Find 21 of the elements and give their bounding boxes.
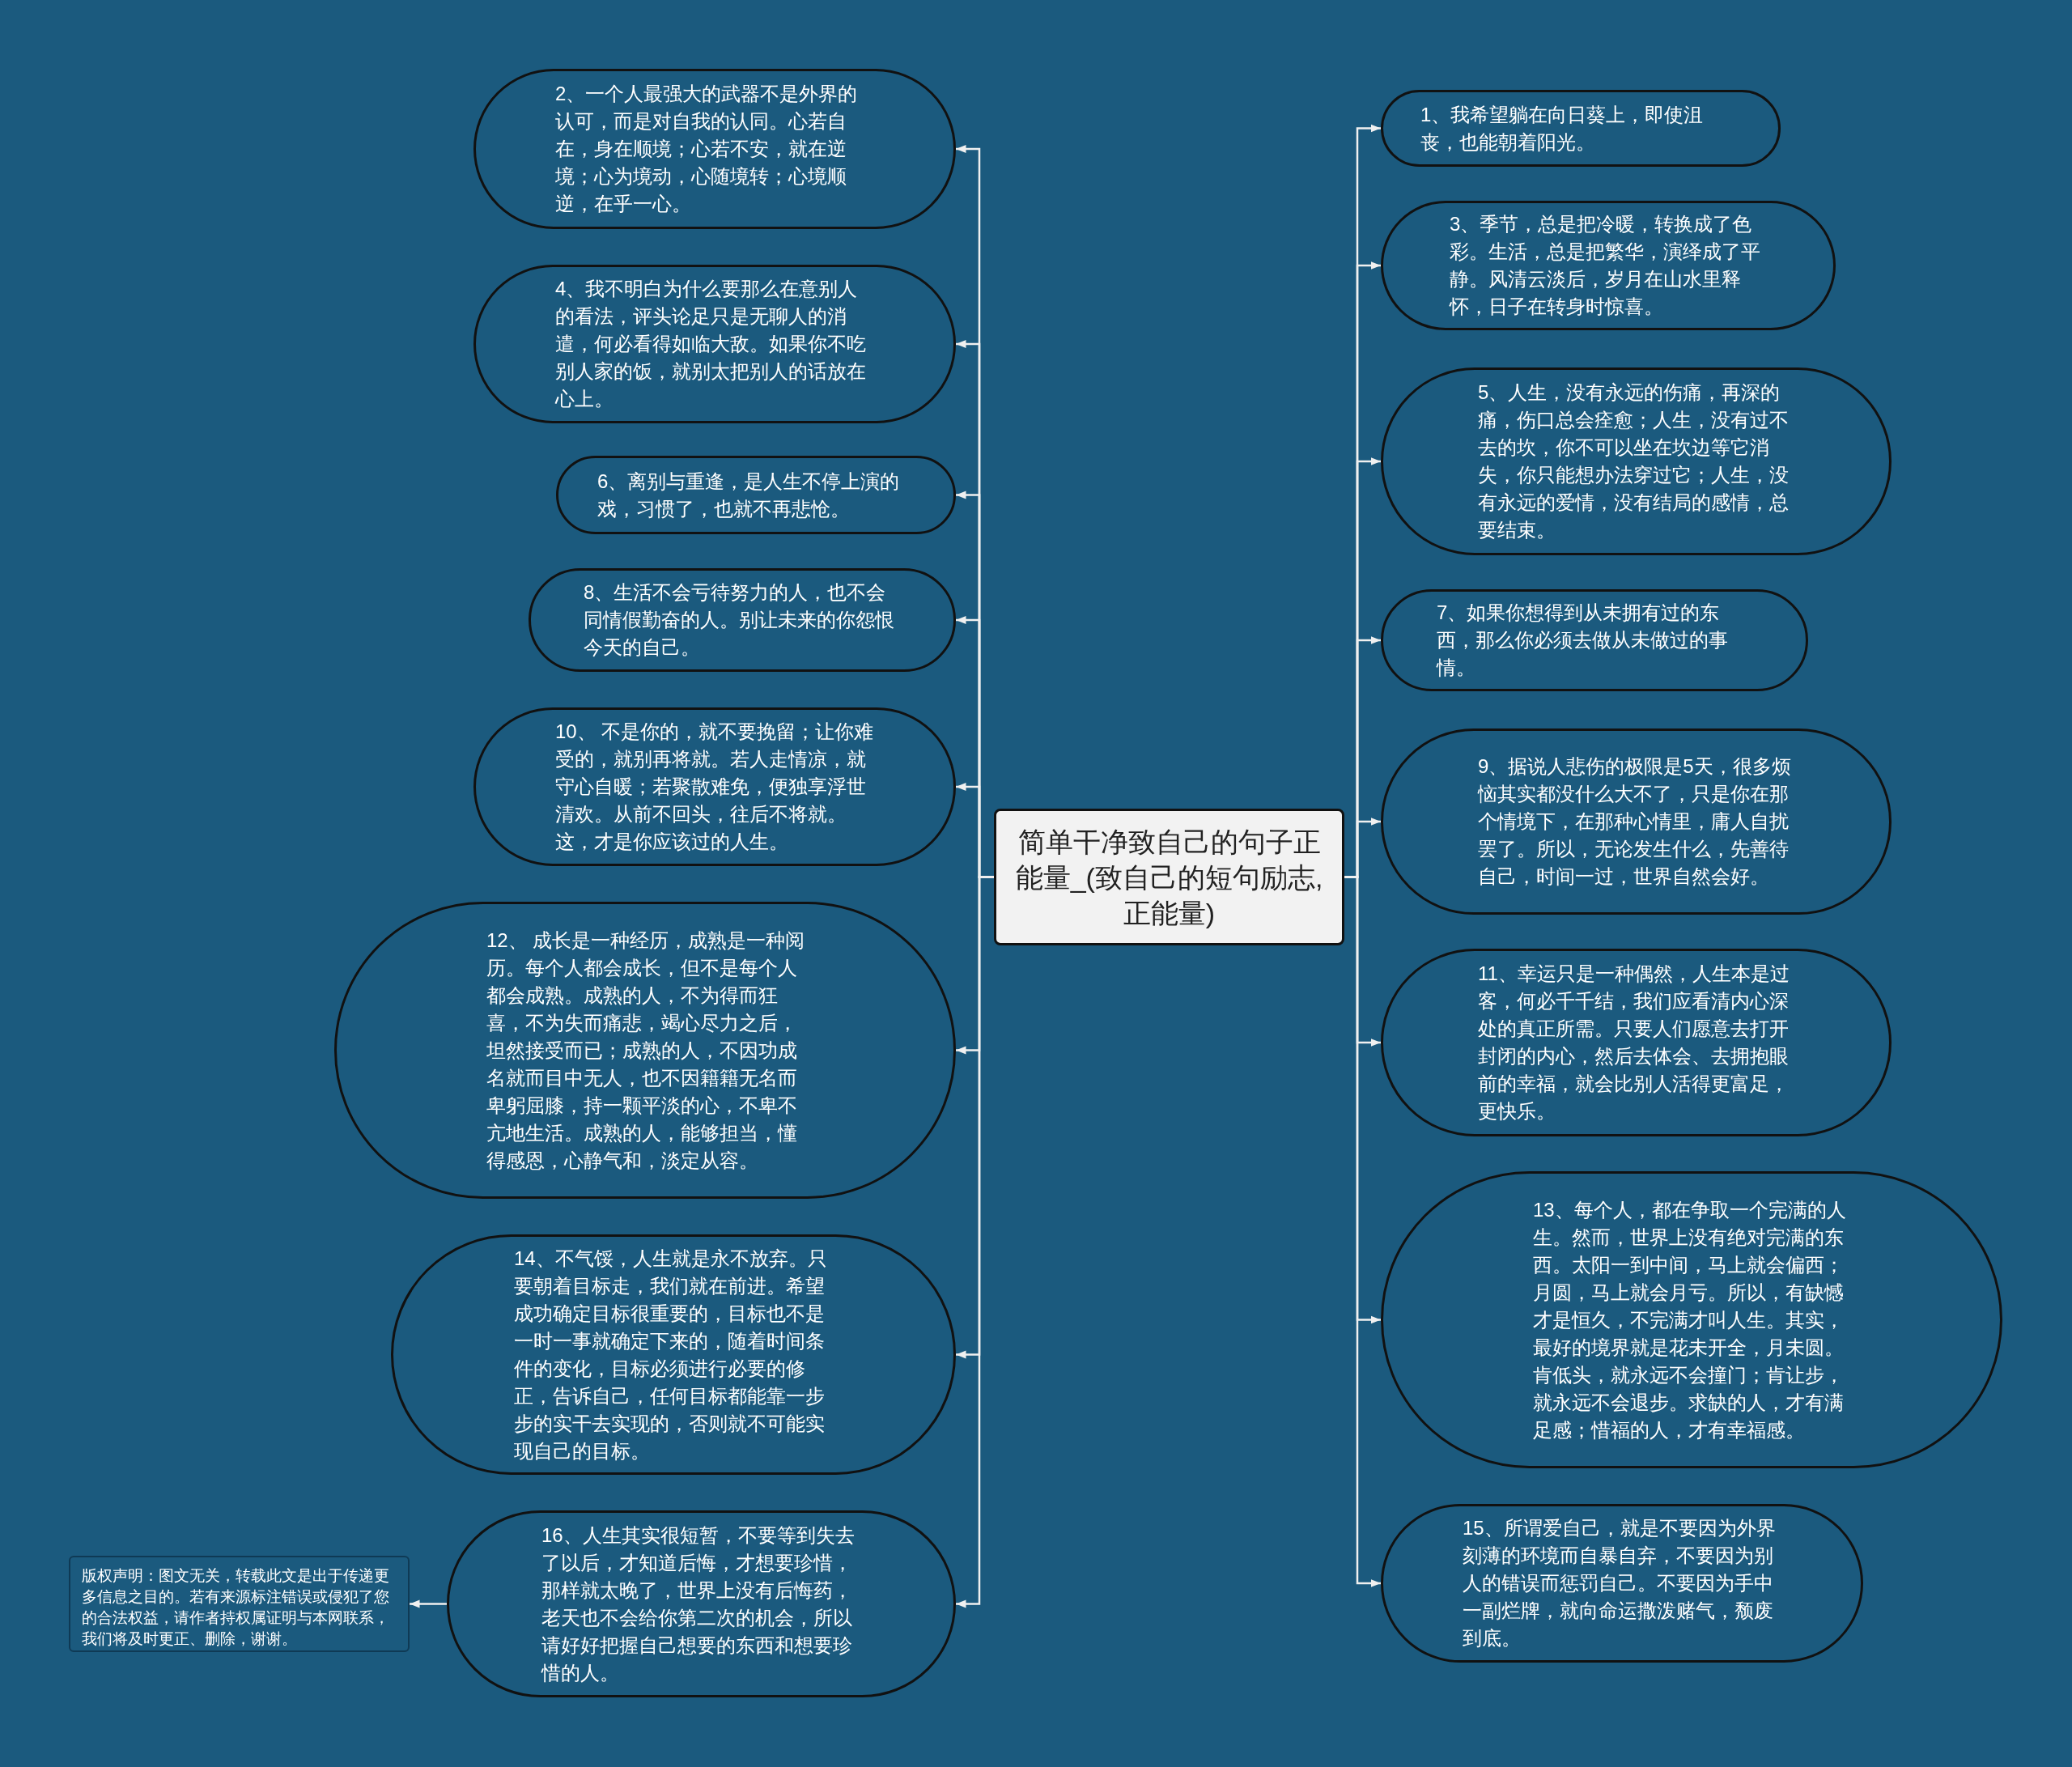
quote-text: 13、每个人，都在争取一个完满的人生。然而，世界上没有绝对完满的东西。太阳一到中间，马上就会偏西；月圆，马上就会月亏。所以，有缺憾才是恒久，不完满才叫人生。其实，最好的境界就是花未开全，月未圆。肯低头，就永远不会撞门；肯让步，就永远不会退步。求缺的人，才有满足感；惜福的人，才有幸福感。 [1533, 1198, 1847, 1442]
quote-text: 14、不气馁，人生就是永不放弃。只要朝着目标走，我们就在前进。希望成功确定目标很重要的，目标也不是一时一事就确定下来的，随着时间条件的变化，目标必须进行必要的修正，告诉自己，任何目标都能靠一步步的实干去实现的，否则就不可能实现自己的目标。 [514, 1247, 828, 1463]
quote-text: 15、所谓爱自己，就是不要因为外界刻薄的环境而自暴自弃，不要因为别人的错误而惩罚自己。不要因为手中一副烂牌，就向命运撒泼赌气，颓废到底。 [1463, 1516, 1777, 1650]
quote-text: 6、离别与重逢，是人生不停上演的戏，习惯了，也就不再悲怆。 [597, 469, 901, 521]
quote-text: 5、人生，没有永远的伤痛，再深的痛，伤口总会痊愈；人生，没有过不去的坎，你不可以坐在坎边等它消失，你只能想办法穿过它；人生，没有永远的爱情，没有结局的感情，总要结束。 [1478, 380, 1790, 542]
topic-box [994, 809, 1344, 945]
quote-text: 2、一个人最强大的武器不是外界的认可，而是对自我的认同。心若自在，身在顺境；心若不安，就在逆境；心为境动，心随境转；心境顺逆，在乎一心。 [555, 82, 859, 216]
connector-arrow [410, 1599, 447, 1608]
quote-text: 7、如果你想得到从未拥有过的东西，那么你必须去做从未做过的事情。 [1437, 601, 1729, 680]
note-box [69, 1556, 410, 1652]
quote-text: 4、我不明白为什么要那么在意别人的看法，评头论足只是无聊人的消遣，何必看得如临大敌。如果你不吃别人家的饭，就别太把别人的话放在心上。 [555, 277, 867, 411]
topic-text: 简单干净致自己的句子正能量_(致自己的短句励志,正能量) [1014, 825, 1324, 930]
quote-text: 9、据说人悲伤的极限是5天，很多烦恼其实都没什么大不了，只是你在那个情境下，在那种心情里，庸人自扰罢了。所以，无论发生什么，先善待自己，时间一过，世界自然会好。 [1478, 754, 1792, 889]
quote-text: 8、生活不会亏待努力的人，也不会同情假勤奋的人。别让未来的你怨恨今天的自己。 [584, 580, 895, 660]
note-text: 版权声明：图文无关，转载此文是出于传递更多信息之目的。若有来源标注错误或侵犯了您的合法权益，请作者持权属证明与本网联系，我们将及时更正、删除，谢谢。 [82, 1566, 390, 1649]
quote-text: 10、 不是你的，就不要挽留；让你难受的，就别再将就。若人走情凉，就守心自暖；若聚散难免，便独享浮世清欢。从前不回头，往后不将就。这，才是你应该过的人生。 [555, 720, 875, 854]
quote-text: 3、季节，总是把冷暖，转换成了色彩。生活，总是把繁华，演绎成了平静。风清云淡后，岁月在山水里释怀，日子在转身时惊喜。 [1450, 212, 1761, 319]
quote-text: 1、我希望躺在向日葵上，即使沮丧，也能朝着阳光。 [1420, 103, 1705, 155]
quote-text: 12、 成长是一种经历，成熟是一种阅历。每个人都会成长，但不是每个人都会成熟。成熟的人，不为得而狂喜，不为失而痛悲，竭心尽力之后，坦然接受而已；成熟的人，不因功成名就而目中无人，也不因籍籍无名而卑躬屈膝，持一颗平淡的心，不卑不亢地生活。成熟的人，能够担当，懂得感恩，心静气和，淡定从容。 [486, 928, 806, 1173]
quote-text: 16、人生其实很短暂，不要等到失去了以后，才知道后悔，才想要珍惜，那样就太晚了，世界上没有后悔药，老天也不会给你第二次的机会，所以请好好把握自己想要的东西和想要珍惜的人。 [541, 1523, 856, 1685]
quote-text: 11、幸运只是一种偶然，人生本是过客，何必千千结，我们应看清内心深处的真正所需。只要人们愿意去打开封闭的内心，然后去体会、去拥抱眼前的幸福，就会比别人活得更富足，更快乐。 [1478, 962, 1790, 1123]
